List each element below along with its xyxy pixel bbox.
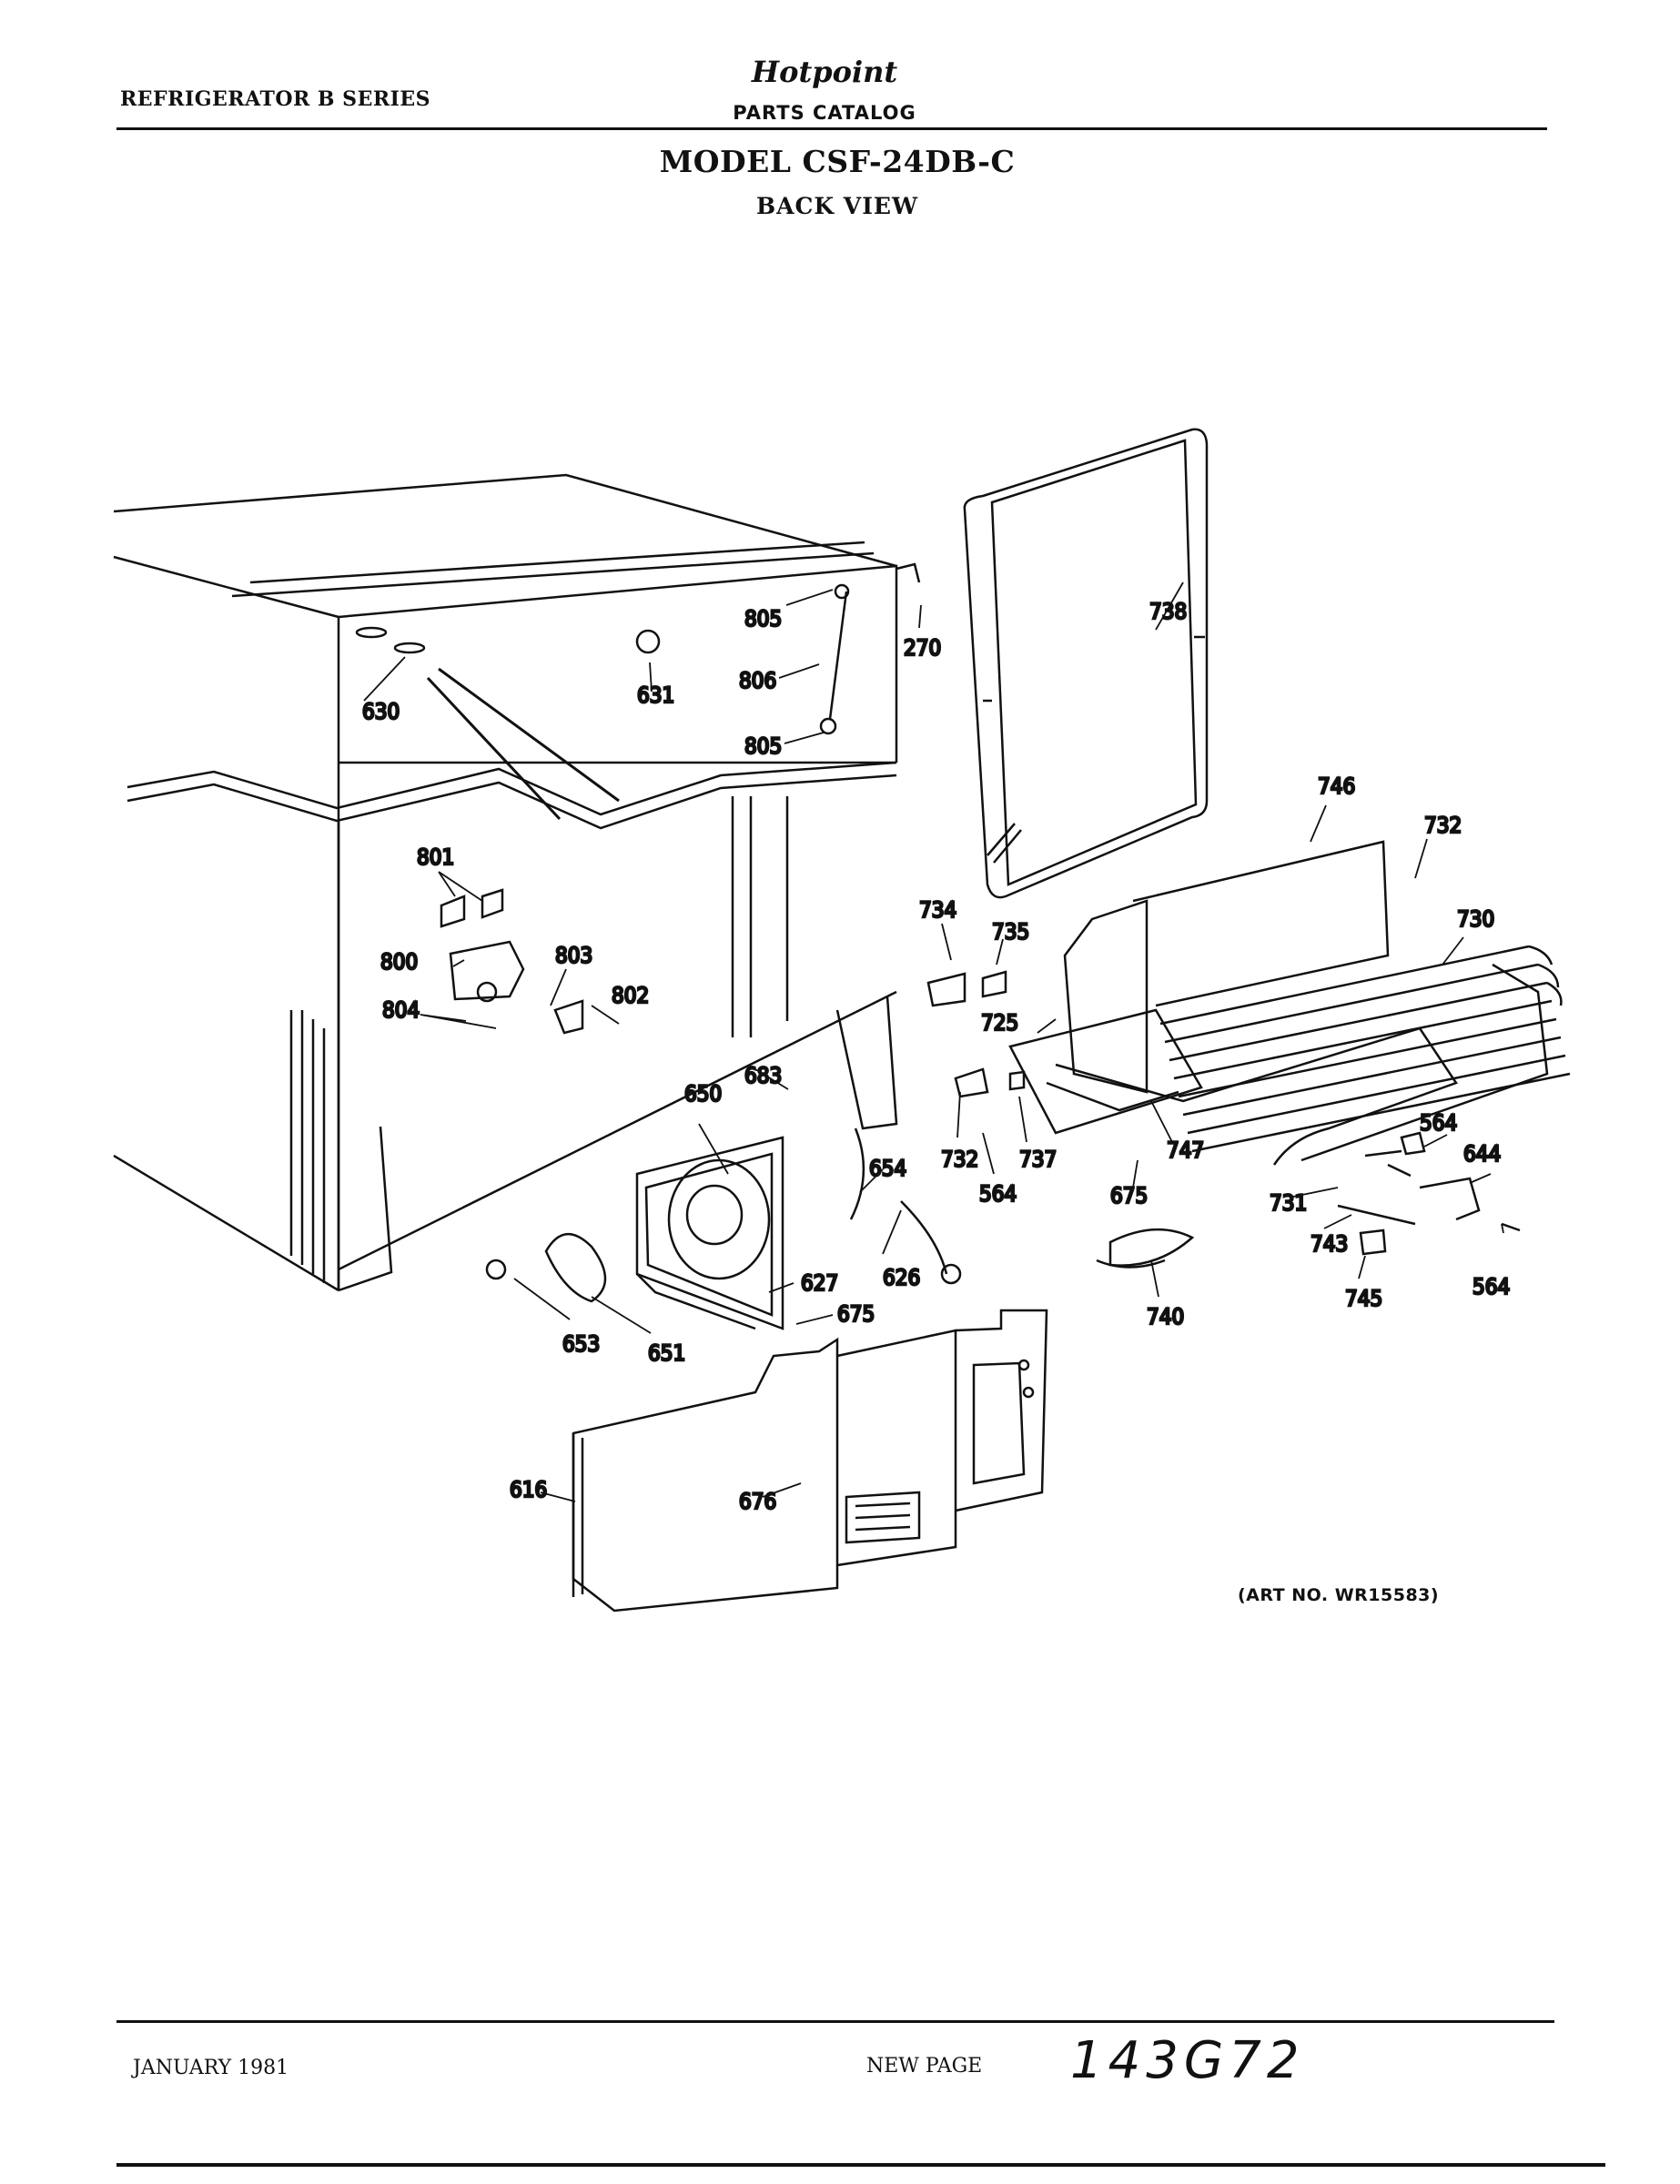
part-label: 802 — [612, 983, 649, 1008]
leader-lines — [363, 581, 1504, 1502]
back-panel-drawing — [572, 1309, 1048, 1613]
part-label: 747 — [1167, 1138, 1204, 1163]
part-label: 564 — [1473, 1274, 1510, 1299]
compressor-unit-drawing — [1008, 840, 1571, 1166]
brand-logo: Hotpoint — [751, 55, 898, 89]
part-label: 651 — [648, 1340, 685, 1366]
part-label: 803 — [555, 943, 592, 968]
part-label: 675 — [1110, 1183, 1148, 1208]
part-label: 650 — [684, 1081, 722, 1107]
series-title: REFRIGERATOR B SERIES — [120, 87, 431, 111]
condenser-loop-drawing — [963, 428, 1209, 899]
footer-rule — [116, 2020, 1554, 2023]
header-rule — [116, 127, 1547, 130]
part-label: 676 — [739, 1489, 776, 1514]
part-label: 740 — [1147, 1304, 1184, 1330]
part-label: 738 — [1149, 599, 1187, 624]
part-label: 745 — [1345, 1286, 1382, 1311]
part-label: 631 — [637, 682, 674, 708]
part-labels: 805 270 738 806 630 631 805 746 732 730 … — [361, 598, 1512, 1516]
part-label: 732 — [941, 1147, 978, 1172]
part-label: 616 — [510, 1477, 547, 1502]
part-label: 801 — [417, 844, 454, 870]
view-title: BACK VIEW — [755, 193, 919, 219]
new-page-label: NEW PAGE — [866, 2055, 983, 2078]
catalog-title: PARTS CATALOG — [733, 102, 916, 124]
part-label: 675 — [837, 1301, 875, 1327]
part-label: 270 — [904, 635, 941, 661]
part-label: 804 — [382, 997, 420, 1023]
part-label: 806 — [739, 668, 776, 693]
part-label: 746 — [1318, 774, 1355, 799]
part-label: 734 — [919, 897, 956, 923]
fan-assembly-drawing — [485, 1127, 962, 1330]
part-label: 630 — [362, 699, 400, 724]
part-label: 743 — [1311, 1231, 1348, 1257]
part-label: 805 — [744, 733, 782, 759]
part-label: 805 — [744, 606, 782, 632]
part-label: 725 — [981, 1010, 1018, 1036]
handwritten-page-number: 143G72 — [1070, 2031, 1305, 2090]
cabinet-drawing — [113, 473, 921, 1292]
part-label: 730 — [1457, 906, 1494, 932]
art-number: (ART NO. WR15583) — [1238, 1585, 1440, 1605]
model-title: MODEL CSF-24DB-C — [659, 144, 1016, 179]
part-label: 627 — [801, 1270, 838, 1296]
part-label: 564 — [1420, 1110, 1457, 1136]
part-label: 683 — [744, 1063, 782, 1088]
small-parts-drawing — [440, 888, 1521, 1269]
part-label: 731 — [1270, 1190, 1307, 1216]
part-label: 735 — [992, 919, 1029, 945]
part-label: 564 — [979, 1181, 1017, 1207]
part-label: 626 — [883, 1265, 920, 1290]
part-label: 800 — [380, 949, 418, 975]
issue-date: JANUARY 1981 — [133, 2057, 289, 2079]
part-label: 732 — [1424, 813, 1462, 838]
part-label: 653 — [562, 1331, 600, 1357]
part-label: 737 — [1019, 1147, 1057, 1172]
footer-bottom-rule — [116, 2163, 1605, 2167]
part-label: 654 — [869, 1156, 906, 1181]
part-label: 644 — [1463, 1141, 1501, 1167]
